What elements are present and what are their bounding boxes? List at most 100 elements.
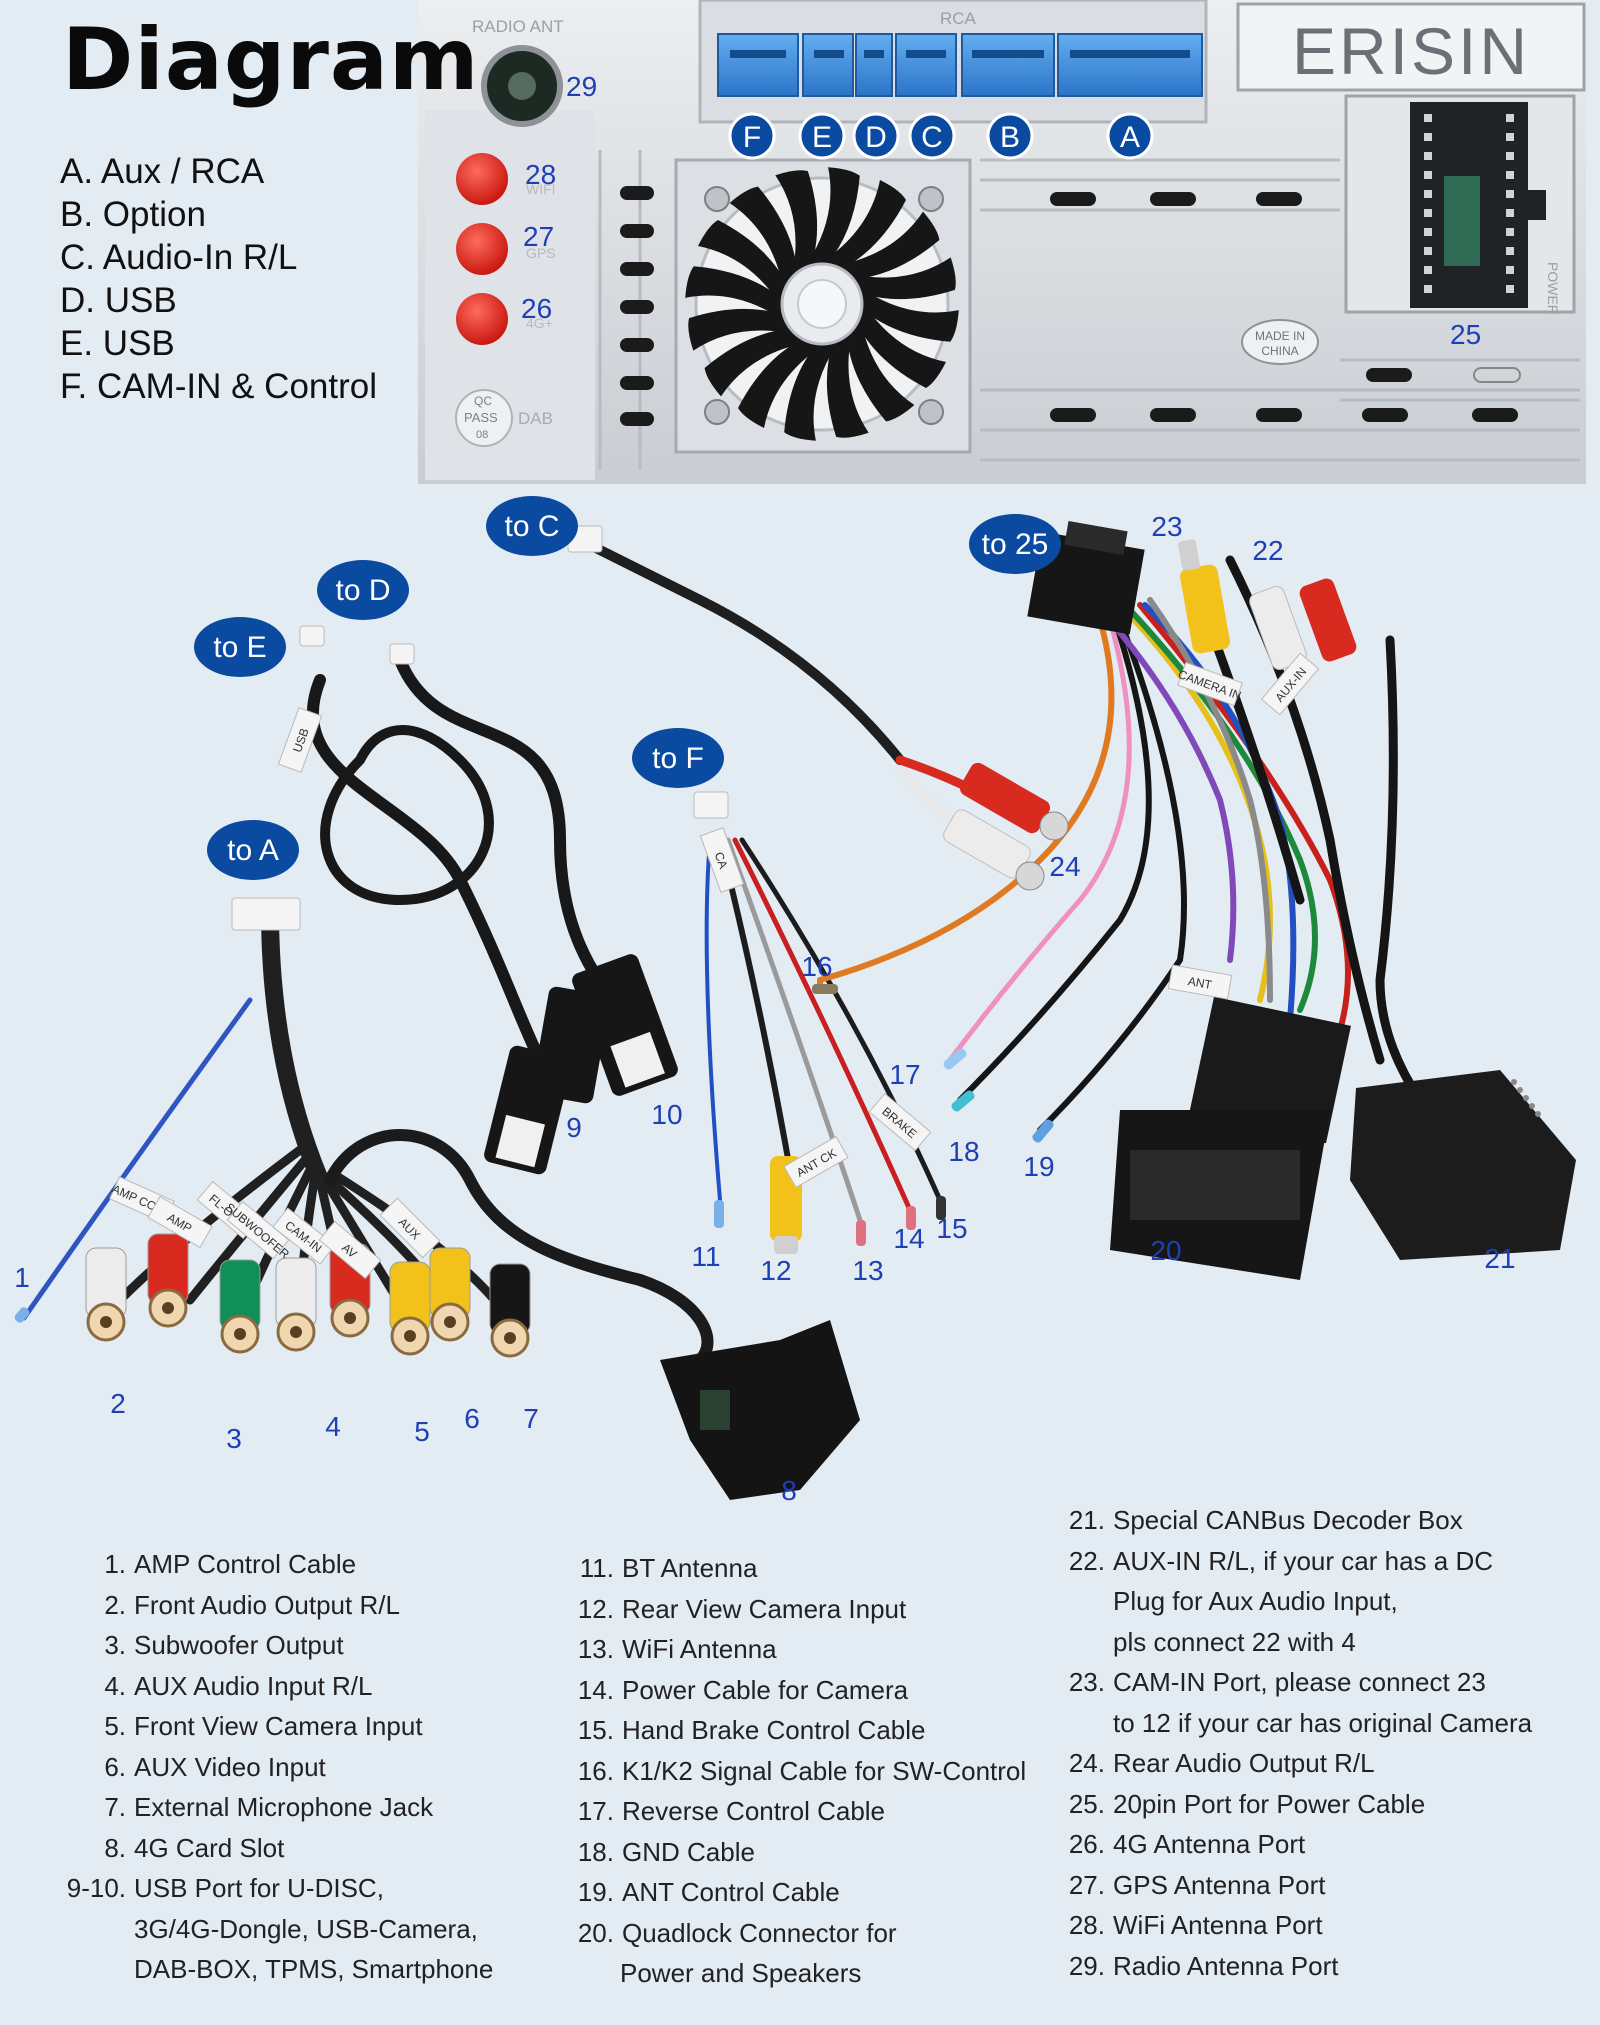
list-item: 27.GPS Antenna Port <box>995 1865 1532 1906</box>
port-letter-text: C <box>921 121 943 154</box>
fan-hub-inner <box>797 279 847 329</box>
list-item-number <box>995 1622 1113 1663</box>
list-item-text: CAM-IN Port, please connect 23 <box>1113 1667 1486 1697</box>
port-letter-d: D <box>852 112 900 160</box>
power-pin <box>1424 114 1432 122</box>
list-item-text: 4G Antenna Port <box>1113 1829 1306 1859</box>
list-item: 8.4G Card Slot <box>30 1828 493 1869</box>
list-item-text: Subwoofer Output <box>134 1630 344 1660</box>
fan-blade <box>698 220 788 304</box>
fan-blade <box>775 170 818 275</box>
panel-radio-ant: RADIO ANT <box>472 17 564 36</box>
fan-blade <box>685 266 784 321</box>
list-item: 24.Rear Audio Output R/L <box>995 1743 1532 1784</box>
cable-to-a-bundle <box>261 901 329 1189</box>
list-item: 12.Rear View Camera Input <box>510 1589 1026 1630</box>
tip-1 <box>14 1307 30 1323</box>
cable-tag-label <box>318 1220 382 1280</box>
power-pin <box>1424 152 1432 160</box>
power-pin <box>1424 133 1432 141</box>
bubble-shape <box>194 617 286 677</box>
power-pin <box>1506 152 1514 160</box>
cable-tag: CA <box>699 827 745 893</box>
list-item-number: 14. <box>577 1674 614 1705</box>
list-item: 26.4G Antenna Port <box>995 1824 1532 1865</box>
power-pin <box>1506 228 1514 236</box>
port-letter-text: B <box>1000 121 1020 154</box>
list-item-continuation: Power and Speakers <box>620 1958 862 1988</box>
power-pin <box>1506 114 1514 122</box>
panel-rca: RCA <box>940 9 977 28</box>
rca-plug <box>85 1247 127 1342</box>
plug-23-tip <box>1178 539 1200 571</box>
list-item: 19.ANT Control Cable <box>510 1872 1026 1913</box>
bubble-label: to F <box>652 742 704 775</box>
power-port-latch <box>1444 176 1480 266</box>
bubble-to-25: to 25 <box>969 514 1061 574</box>
plug-24-red <box>959 762 1051 834</box>
cable-tag-label <box>1260 652 1320 716</box>
cable-number-4: 4 <box>325 1411 341 1442</box>
brand-name: ERISIN <box>1292 14 1530 88</box>
quadlock-top <box>1189 996 1351 1144</box>
head-to-d <box>389 643 415 665</box>
list-item-number: 2. <box>104 1589 126 1620</box>
fan-blade <box>805 167 860 266</box>
panel-dab: DAB <box>518 409 553 428</box>
power-pin <box>1506 190 1514 198</box>
list-item-text: ANT Control Cable <box>622 1877 840 1907</box>
list-item-text: AUX Video Input <box>134 1751 326 1782</box>
cable-number-23: 23 <box>1151 511 1182 542</box>
fan-blade <box>704 328 806 397</box>
rca-plug-pin <box>344 1312 356 1324</box>
list-item-number: 5. <box>104 1711 126 1741</box>
list-item: 3.Subwoofer Output <box>30 1625 493 1666</box>
cable-number-1: 1 <box>14 1262 30 1293</box>
panel-port-number-27: 27 <box>523 221 554 252</box>
harness-black-18 <box>957 617 1152 1103</box>
cable-number-21: 21 <box>1484 1243 1515 1274</box>
cable-number-18: 18 <box>948 1136 979 1167</box>
power-pin <box>1424 209 1432 217</box>
port-letter-circle <box>908 112 956 160</box>
list-item-number: 21. <box>1068 1505 1105 1535</box>
rca-plug-pin <box>100 1316 112 1328</box>
list-item-number: 6. <box>104 1751 126 1782</box>
harness-black-19 <box>1037 617 1187 1133</box>
made-in-country: CHINA <box>1261 344 1298 358</box>
cable-tag-label <box>1167 964 1233 1000</box>
diagram-title: Diagram <box>62 10 480 110</box>
made-in-badge <box>1241 319 1319 365</box>
cable-number-10: 10 <box>651 1099 682 1130</box>
fan-blade <box>729 186 798 288</box>
cable-tag-label <box>272 1207 336 1265</box>
panel-port-number-28: 28 <box>525 159 556 190</box>
rca-plug-pin <box>290 1326 302 1338</box>
list-item-continuation: 3G/4G-Dongle, USB-Camera, <box>134 1913 478 1944</box>
list-item-text: External Microphone Jack <box>134 1792 434 1822</box>
list-item-number: 29. <box>1068 1950 1105 1981</box>
list-item-text: pls connect 22 with 4 <box>1113 1626 1356 1657</box>
list-item: to 12 if your car has original Camera <box>995 1703 1532 1744</box>
list-item-number: 11. <box>579 1553 614 1583</box>
power-pin <box>1424 266 1432 274</box>
list-item-text: BT Antenna <box>622 1553 758 1583</box>
cable-to-e <box>307 674 546 1066</box>
cable-number-6: 6 <box>464 1403 480 1434</box>
list-item-number: 28. <box>1068 1910 1105 1940</box>
list-item-text: Power Cable for Camera <box>622 1674 909 1705</box>
list-item: 29.Radio Antenna Port <box>995 1946 1532 1987</box>
list-item: 21. Special CANBus Decoder Box <box>995 1500 1532 1541</box>
fan-blade <box>822 180 906 270</box>
list-item-text: Rear View Camera Input <box>622 1593 907 1624</box>
list-item: 16.K1/K2 Signal Cable for SW-Control <box>510 1751 1026 1792</box>
list-item-text: Special CANBus Decoder Box <box>1113 1505 1463 1535</box>
list-item: 6. AUX Video Input <box>30 1747 493 1788</box>
cable-tag-label <box>783 1135 849 1189</box>
power-pin <box>1424 228 1432 236</box>
harness-orange <box>817 617 1115 983</box>
list-item-text: Reverse Control Cable <box>622 1796 886 1826</box>
